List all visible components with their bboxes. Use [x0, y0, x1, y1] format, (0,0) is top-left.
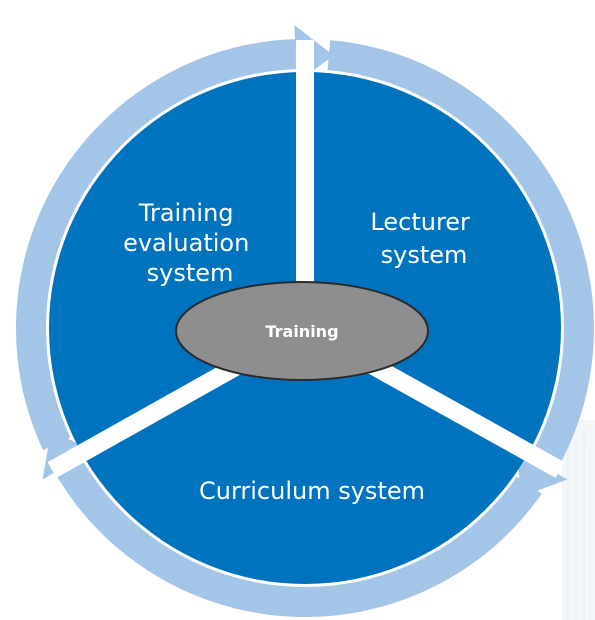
cycle-ring	[16, 25, 594, 617]
training-hub-label: Training	[265, 322, 338, 341]
lecturer-line-2: system	[381, 241, 468, 269]
evaluation-line-1: Training	[138, 199, 234, 227]
evaluation-line-2: evaluation	[123, 229, 249, 257]
ring-arc-evaluation-to-lecturer	[16, 39, 296, 451]
background-building-decoration	[562, 420, 595, 620]
lecturer-system-label: Lecturer system	[370, 208, 477, 269]
evaluation-system-label: Training evaluation system	[123, 199, 257, 287]
curriculum-system-label: Curriculum system	[199, 477, 425, 505]
lecturer-line-1: Lecturer	[370, 208, 470, 236]
ring-arc-lecturer-to-curriculum	[327, 40, 594, 473]
ring-arc-curriculum-to-evaluation	[54, 457, 542, 617]
training-hub	[175, 281, 429, 381]
evaluation-line-3: system	[147, 259, 234, 287]
